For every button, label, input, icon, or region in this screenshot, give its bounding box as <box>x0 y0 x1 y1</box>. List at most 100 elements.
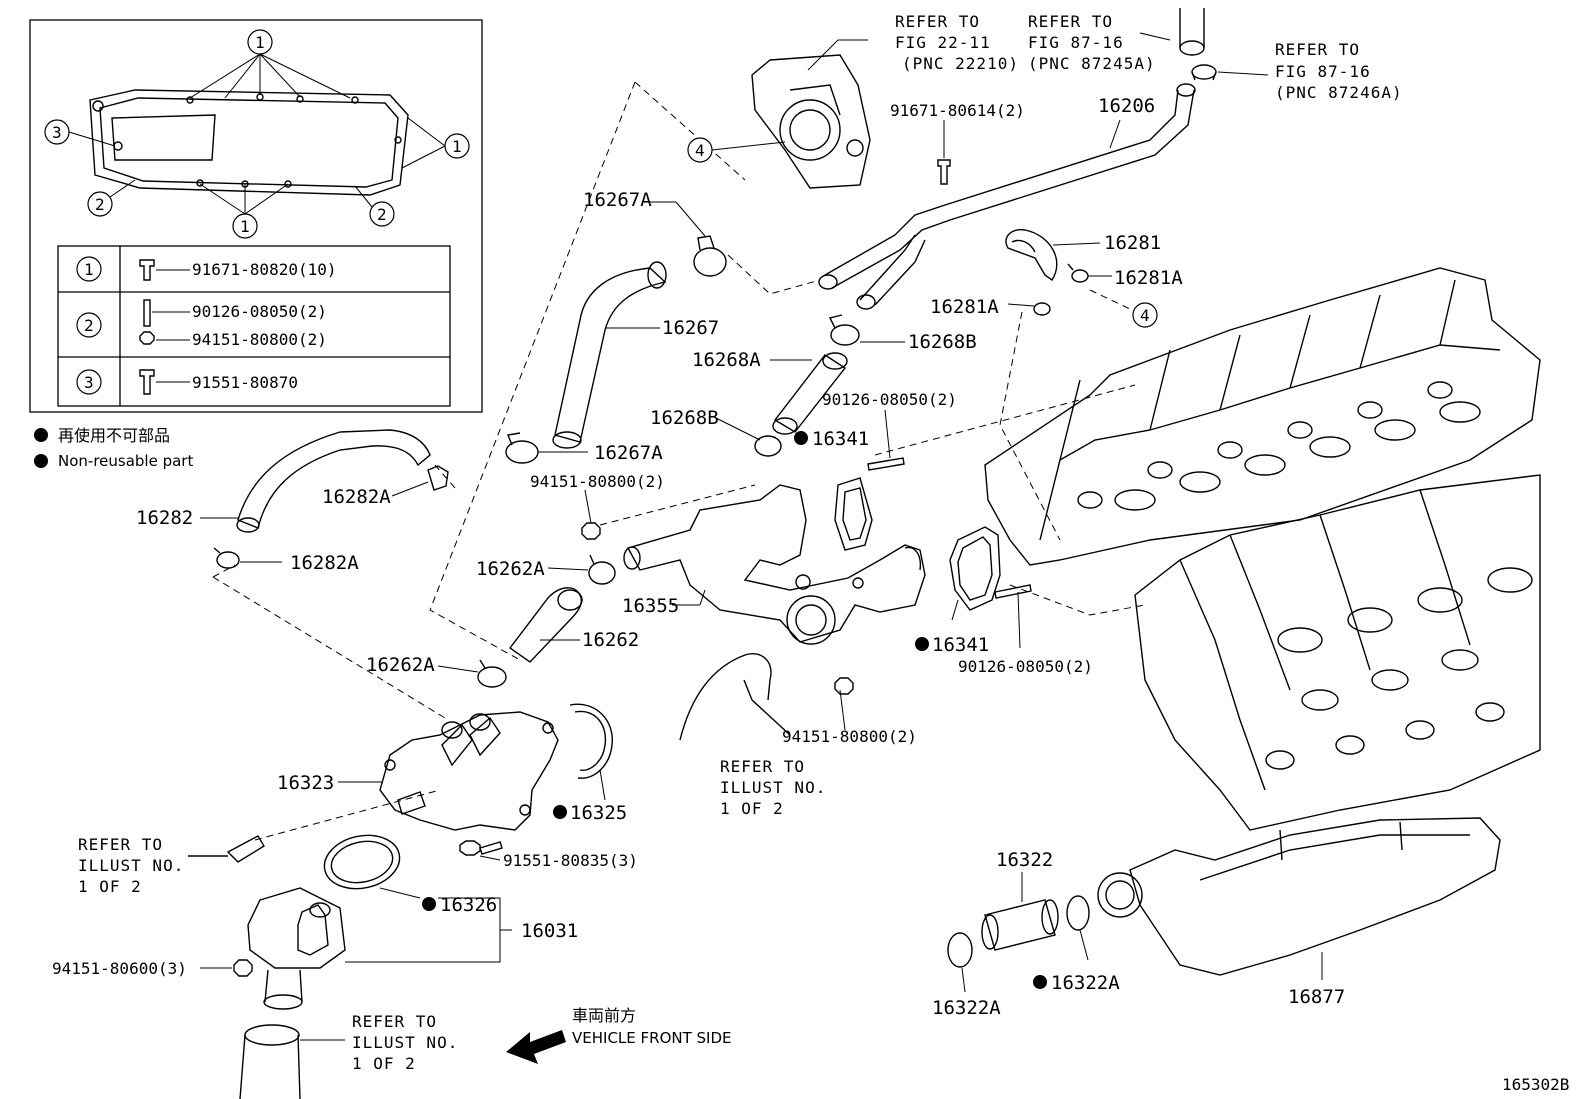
seal-ring-16326 <box>323 834 401 890</box>
table-row-2: 2 90126-08050(2) 94151-80800(2) <box>76 299 327 349</box>
label-16325: 16325 <box>570 802 627 824</box>
figure-code: 165302B <box>1502 1075 1569 1094</box>
label-16322: 16322 <box>996 849 1053 871</box>
svg-text:4: 4 <box>1140 306 1150 325</box>
nut-94151-80600 <box>233 959 253 977</box>
fastener-table: 1 91671-80820(10) 2 90126-08050(2) 94151… <box>57 245 451 407</box>
clamp-16267A-low <box>505 432 539 464</box>
hose-16281 <box>1005 229 1058 281</box>
callout-3: 3 <box>44 119 70 145</box>
svg-text:REFER TO: REFER TO <box>720 757 805 776</box>
label-16282A-top: 16282A <box>322 486 391 508</box>
label-16262A-low: 16262A <box>366 654 435 676</box>
label-16355: 16355 <box>622 595 679 617</box>
label-16281A-right: 16281A <box>1114 267 1183 289</box>
svg-text:FIG 87-16: FIG 87-16 <box>1275 62 1371 81</box>
pipe-16322 <box>981 899 1059 951</box>
pipe-ref-bottom <box>239 1024 301 1099</box>
label-16206: 16206 <box>1098 95 1155 117</box>
dashed-guides <box>212 81 1146 841</box>
clamp-16262A-top <box>588 554 616 585</box>
label-16268B-top: 16268B <box>908 331 977 353</box>
svg-text:1 OF 2: 1 OF 2 <box>78 877 142 896</box>
callout-1-top: 1 <box>247 29 273 55</box>
nut-94151-low <box>834 677 854 695</box>
clamp-16281A-right <box>1067 263 1089 283</box>
direction-en: VEHICLE FRONT SIDE <box>572 1029 732 1047</box>
label-16262: 16262 <box>582 629 639 651</box>
clamp-16282A-top <box>427 465 449 491</box>
svg-text:ILLUST NO.: ILLUST NO. <box>352 1033 458 1052</box>
o-ring-16322A-left <box>947 932 973 968</box>
thermostat-16031 <box>247 887 346 1010</box>
label-90126-top: 90126-08050(2) <box>822 390 957 409</box>
svg-text:1 OF 2: 1 OF 2 <box>720 799 784 818</box>
svg-text:REFER TO: REFER TO <box>1275 40 1360 59</box>
cylinder-head-lower <box>1134 474 1541 831</box>
water-inlet-housing-16323 <box>379 711 559 831</box>
stud-90126-low <box>994 584 1032 599</box>
label-16281: 16281 <box>1104 232 1161 254</box>
svg-text:4: 4 <box>695 141 705 160</box>
callout-1-right: 1 <box>444 133 470 159</box>
svg-text:91551-80870: 91551-80870 <box>192 373 298 392</box>
hose-ref-left <box>188 835 265 863</box>
callout-4-top: 4 <box>687 137 713 163</box>
svg-text:Non-reusable part: Non-reusable part <box>58 452 193 470</box>
hose-16282 <box>236 429 431 533</box>
svg-text:1: 1 <box>240 217 250 236</box>
callout-1-bottom: 1 <box>232 213 258 239</box>
bolt-91551-80835 <box>459 840 503 856</box>
clamp-16281A-left <box>1033 302 1051 316</box>
label-16282: 16282 <box>136 507 193 529</box>
gasket-16341-top <box>834 477 873 551</box>
table-row-3: 3 91551-80870 <box>76 369 298 395</box>
legend: 再使用不可部品 Non-reusable part <box>34 426 193 470</box>
clamp-16262A-low <box>477 659 507 688</box>
label-90126-low: 90126-08050(2) <box>958 657 1093 676</box>
clamp-16282A-low <box>213 547 240 569</box>
svg-text:94151-80800(2): 94151-80800(2) <box>192 330 327 349</box>
svg-text:REFER TO: REFER TO <box>78 835 163 854</box>
label-16262A-top: 16262A <box>476 558 545 580</box>
svg-text:90126-08050(2): 90126-08050(2) <box>192 302 327 321</box>
throttle-body <box>751 54 871 189</box>
ref-fig87b: REFER TO FIG 87-16 (PNC 87246A) <box>1275 40 1403 102</box>
direction-jp: 車両前方 <box>572 1006 636 1025</box>
ref-illust-left: REFER TO ILLUST NO. 1 OF 2 <box>78 835 183 896</box>
label-16323: 16323 <box>277 772 334 794</box>
hose-16268A <box>772 352 848 435</box>
clamp-16268B-low <box>754 435 782 457</box>
svg-text:ILLUST NO.: ILLUST NO. <box>720 778 826 797</box>
svg-text:3: 3 <box>84 373 94 392</box>
hose-16262 <box>509 587 583 663</box>
pipe-stub-87245A <box>1179 8 1205 56</box>
ref-illust-center: REFER TO ILLUST NO. 1 OF 2 <box>720 757 826 818</box>
label-16341-low: 16341 <box>932 634 989 656</box>
ref-illust-bottom: REFER TO ILLUST NO. 1 OF 2 <box>352 1012 458 1073</box>
svg-text:2: 2 <box>84 316 94 335</box>
nut-94151-top <box>581 522 601 540</box>
clamp-16268B-top <box>828 314 860 346</box>
hose-16267 <box>552 261 667 449</box>
label-16031: 16031 <box>521 920 578 942</box>
callout-2-left: 2 <box>87 191 113 217</box>
callout-4-right: 4 <box>1132 302 1158 328</box>
bolt-91671-80614 <box>937 159 951 185</box>
svg-text:1 OF 2: 1 OF 2 <box>352 1054 416 1073</box>
svg-text:FIG 22-11: FIG 22-11 <box>895 33 991 52</box>
svg-text:91671-80820(10): 91671-80820(10) <box>192 260 337 279</box>
label-91671-80614: 91671-80614(2) <box>890 101 1025 120</box>
table-row-1: 1 91671-80820(10) <box>76 256 337 282</box>
label-16341-top: 16341 <box>812 428 869 450</box>
label-16322A-right: 16322A <box>1051 972 1120 994</box>
svg-text:(PNC 87246A): (PNC 87246A) <box>1275 83 1403 102</box>
svg-text:(PNC 87245A): (PNC 87245A) <box>1028 54 1156 73</box>
pan-16877 <box>1097 817 1501 976</box>
intake-gasket-drawing <box>89 89 409 196</box>
pipe-stub-87246A <box>1191 64 1217 81</box>
label-16877: 16877 <box>1288 986 1345 1008</box>
svg-text:3: 3 <box>52 123 62 142</box>
label-16268B-low: 16268B <box>650 407 719 429</box>
